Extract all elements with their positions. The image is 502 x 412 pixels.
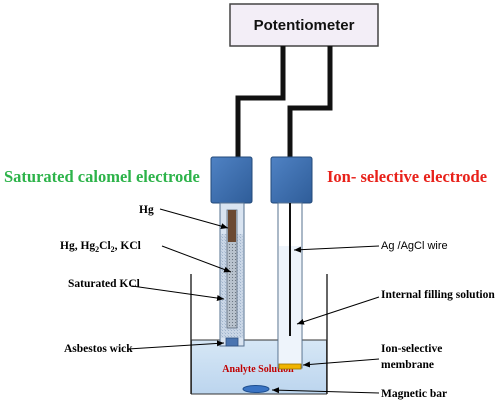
magnetic-bar — [242, 385, 270, 393]
indicator-electrode — [270, 156, 313, 370]
indicator-electrode-cap — [270, 156, 313, 204]
ion-selective-membrane — [278, 363, 302, 370]
mercury-column — [228, 210, 236, 242]
saturated-kcl-label: Saturated KCl — [68, 278, 140, 290]
internal-filling-pointer — [296, 296, 380, 325]
magnetic-bar-label: Magnetic bar — [381, 388, 447, 400]
membrane-pointer — [302, 358, 380, 368]
indicator-electrode-title: Ion- selective electrode — [327, 167, 487, 186]
asbestos-wick-pointer — [127, 340, 225, 350]
membrane-label-line2: membrane — [381, 359, 434, 371]
reference-electrode-cap — [210, 156, 253, 204]
hg-label: Hg — [139, 204, 154, 216]
analyte-solution-label: Analyte Solution — [222, 364, 294, 375]
membrane-label-line1: Ion-selective — [381, 343, 442, 355]
potentiometer-label: Potentiometer — [254, 17, 355, 34]
ag-agcl-wire-pointer — [293, 245, 380, 253]
ag-agcl-wire-label: Ag /AgCl wire — [381, 240, 448, 252]
internal-filling-label: Internal filling solution — [381, 289, 495, 301]
reference-electrode — [210, 156, 253, 347]
indicator-lead-wire — [287, 46, 333, 158]
asbestos-wick-label: Asbestos wick — [64, 343, 133, 355]
magnetic-bar-pointer — [271, 387, 380, 394]
reference-electrode-title: Saturated calomel electrode — [4, 167, 200, 186]
paste-label: Hg, Hg2Cl2, KCl — [60, 240, 141, 254]
paste-pointer — [161, 245, 232, 273]
potentiometer: Potentiometer — [229, 3, 379, 47]
saturated-kcl-pointer — [131, 285, 225, 301]
potentiometer-box — [229, 3, 379, 47]
reference-lead-wire — [235, 46, 286, 158]
hg-pointer — [159, 208, 229, 230]
asbestos-wick — [225, 337, 239, 347]
